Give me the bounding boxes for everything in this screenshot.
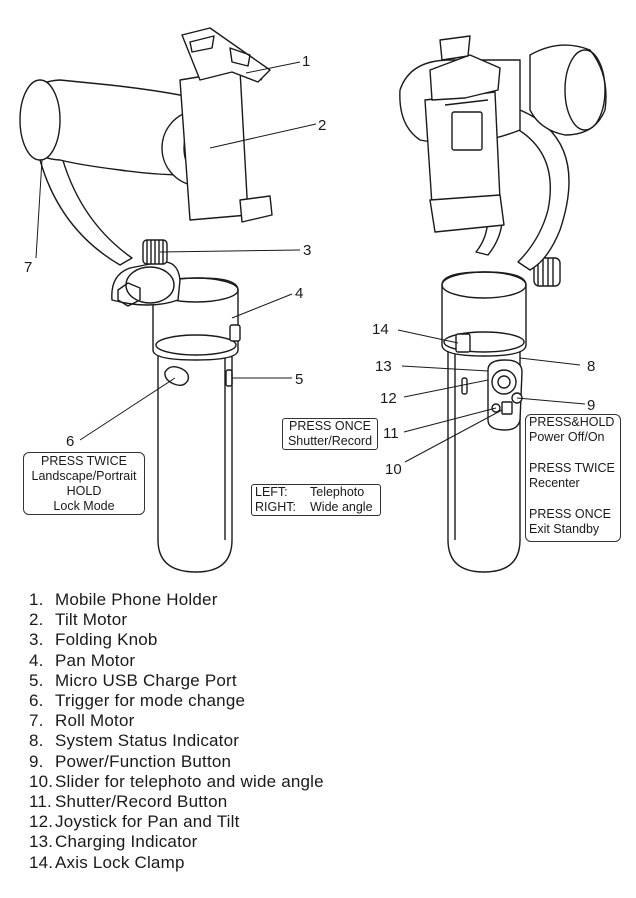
callout-2: 2 [318, 117, 326, 134]
shutter-caption-line: Shutter/Record [287, 434, 373, 448]
callout-4: 4 [295, 285, 303, 302]
trigger-caption-line: Lock Mode [53, 499, 115, 513]
legend-item: 5. Micro USB Charge Port [29, 671, 509, 691]
trigger-caption-line: PRESS TWICE [41, 454, 127, 468]
callout-numbers: 1 2 3 4 5 6 7 8 9 10 11 12 13 14 [24, 53, 595, 478]
legend-item: 3. Folding Knob [29, 630, 509, 650]
callout-14: 14 [372, 321, 389, 338]
axis-lock-clamp [455, 333, 471, 353]
legend-text: Charging Indicator [55, 832, 198, 852]
power-caption-line: Recenter [529, 476, 580, 490]
trigger-caption-line: HOLD [66, 484, 102, 498]
slider-direction: RIGHT: [255, 500, 296, 514]
right-pan-motor [441, 271, 527, 357]
legend-text: Joystick for Pan and Tilt [55, 812, 240, 832]
callout-9: 9 [587, 397, 595, 414]
legend-text: System Status Indicator [55, 731, 240, 751]
parts-legend: 1. Mobile Phone Holder 2. Tilt Motor 3. Fol… [29, 590, 509, 873]
left-gimbal-drawing [19, 27, 273, 573]
slider-caption: LEFT: Telephoto RIGHT: Wide angle [251, 484, 381, 516]
legend-text: Mobile Phone Holder [55, 590, 218, 609]
legend-item: 2. Tilt Motor [29, 610, 509, 630]
callout-8: 8 [587, 358, 595, 375]
callout-11: 11 [383, 425, 399, 442]
legend-text: Axis Lock Clamp [55, 852, 185, 872]
joystick [491, 369, 517, 395]
legend-text: Tilt Motor [55, 610, 128, 630]
legend-item: 14.Axis Lock Clamp [29, 853, 509, 873]
left-handle [157, 335, 233, 573]
legend-number: 7. [29, 711, 44, 731]
power-caption-line: PRESS ONCE [529, 507, 611, 521]
power-caption: PRESS&HOLD Power Off/On PRESS TWICE Rece… [525, 414, 621, 542]
callout-6: 6 [66, 433, 74, 450]
legend-item: 6. Trigger for mode change [29, 691, 509, 711]
legend-number: 13. [29, 832, 54, 852]
legend-item: 9. Power/Function Button [29, 752, 509, 772]
legend-number: 10. [29, 771, 54, 791]
legend-text: Roll Motor [55, 711, 135, 731]
right-gimbal-drawing [399, 35, 607, 573]
legend-item: 4. Pan Motor [29, 651, 509, 671]
power-caption-line: PRESS&HOLD [529, 415, 615, 429]
power-caption-line: Exit Standby [529, 522, 600, 536]
legend-number: 8. [29, 731, 44, 751]
right-phone-holder [424, 35, 505, 233]
callout-12: 12 [380, 390, 397, 407]
leader-lines [35, 61, 586, 463]
power-caption-line: Power Off/On [529, 430, 605, 444]
shutter-caption: PRESS ONCE Shutter/Record [282, 418, 378, 450]
legend-item: 10.Slider for telephoto and wide angle [29, 772, 509, 792]
right-arm [509, 109, 570, 271]
slider-function: Telephoto [310, 485, 365, 499]
slider-caption-row: LEFT: Telephoto [255, 485, 380, 500]
callout-10: 10 [385, 461, 402, 478]
legend-item: 1. Mobile Phone Holder [29, 590, 509, 610]
left-roll-arm [39, 149, 133, 266]
legend-item: 11.Shutter/Record Button [29, 792, 509, 812]
slider-function: Wide angle [310, 500, 373, 514]
power-caption-line: PRESS TWICE [529, 461, 615, 475]
legend-item: 13.Charging Indicator [29, 832, 509, 852]
callout-5: 5 [295, 371, 303, 388]
shutter-button [491, 403, 501, 413]
legend-item: 12.Joystick for Pan and Tilt [29, 812, 509, 832]
callout-1: 1 [302, 53, 310, 70]
legend-number: 3. [29, 630, 44, 650]
shutter-caption-line: PRESS ONCE [289, 419, 371, 433]
legend-item: 8. System Status Indicator [29, 731, 509, 751]
callout-7: 7 [24, 259, 32, 276]
slider-direction: LEFT: [255, 485, 288, 499]
callout-13: 13 [375, 358, 392, 375]
legend-text: Pan Motor [55, 650, 136, 670]
legend-number: 11. [29, 792, 52, 812]
legend-text: Slider for telephoto and wide angle [55, 771, 324, 791]
callout-3: 3 [303, 242, 311, 259]
legend-text: Shutter/Record Button [55, 792, 228, 812]
left-arm [111, 261, 181, 306]
left-phone-holder [179, 27, 273, 223]
legend-number: 6. [29, 691, 44, 711]
zoom-slider [501, 401, 513, 415]
right-knob [533, 257, 561, 287]
legend-text: Folding Knob [55, 630, 158, 650]
legend-item: 7. Roll Motor [29, 711, 509, 731]
legend-number: 2. [29, 610, 44, 630]
charging-indicator [461, 377, 468, 395]
trigger-caption-line: Landscape/Portrait [31, 469, 137, 483]
legend-text: Trigger for mode change [55, 691, 246, 711]
legend-number: 5. [29, 670, 44, 690]
legend-number: 4. [29, 650, 44, 670]
legend-number: 12. [29, 812, 54, 832]
legend-number: 1. [29, 590, 44, 609]
slider-caption-row: RIGHT: Wide angle [255, 500, 380, 515]
legend-text: Micro USB Charge Port [55, 670, 237, 690]
legend-number: 14. [29, 852, 54, 872]
legend-text: Power/Function Button [55, 751, 232, 771]
gimbal-diagram: 1 2 3 4 5 6 7 8 9 10 11 12 13 14 [19, 27, 607, 573]
trigger-caption: PRESS TWICE Landscape/Portrait HOLD Lock… [23, 452, 145, 515]
right-roll-motor [529, 44, 607, 136]
legend-number: 9. [29, 751, 44, 771]
